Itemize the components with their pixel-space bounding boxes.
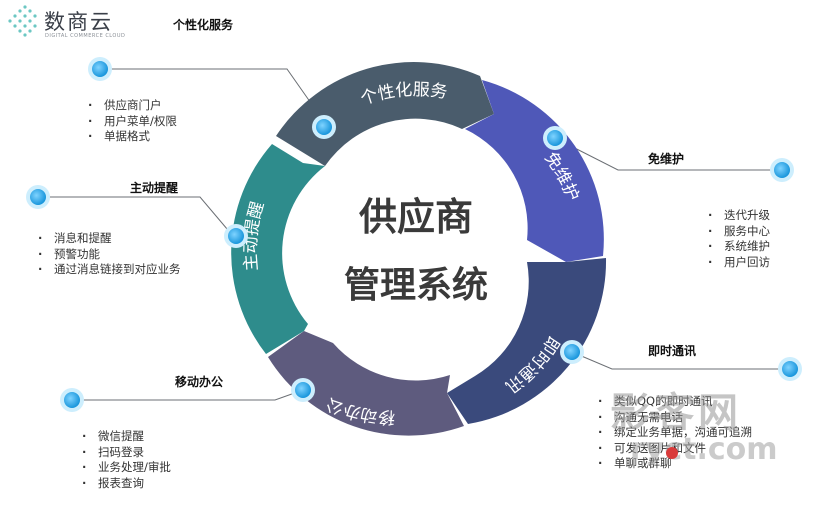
logo-dots-icon (8, 5, 37, 37)
list-item: 可发送图片和文件 (598, 441, 752, 457)
list-item: 单聊或群聊 (598, 456, 752, 472)
list-item: 消息和提醒 (38, 231, 181, 247)
callout-list-mobile: 微信提醒 扫码登录 业务处理/审批 报表查询 (82, 429, 171, 491)
list-item: 报表查询 (82, 476, 171, 492)
logo-name: 数商云 (44, 10, 113, 34)
center-title-line1: 供应商 (358, 195, 473, 239)
list-item: 扫码登录 (82, 445, 171, 461)
logo-subtitle: DIGITAL COMMERCE CLOUD (45, 33, 126, 39)
list-item: 迭代升级 (708, 208, 770, 224)
callout-list-personalized: 供应商门户 用户菜单/权限 单据格式 (88, 98, 177, 145)
list-item: 单据格式 (88, 129, 177, 145)
list-item: 服务中心 (708, 224, 770, 240)
callout-title-mobile: 移动办公 (175, 375, 224, 389)
list-item: 用户菜单/权限 (88, 114, 177, 130)
bubble-personalized-ring (312, 115, 336, 139)
ring-segment-personalized (276, 62, 494, 166)
list-item: 类似QQ的即时通讯 (598, 394, 752, 410)
ring-segment-reminder (231, 144, 325, 354)
list-item: 沟通无需电话 (598, 410, 752, 426)
bubble-maintenance-ring (543, 126, 567, 150)
bubble-reminder-ring (224, 224, 248, 248)
ring-segment-mobile (268, 331, 464, 436)
list-item: 绑定业务单据，沟通可追溯 (598, 425, 752, 441)
list-item: 微信提醒 (82, 429, 171, 445)
logo: 数商云 DIGITAL COMMERCE CLOUD (6, 4, 136, 44)
list-item: 通过消息链接到对应业务 (38, 262, 181, 278)
bubble-personalized-end (88, 57, 112, 81)
callout-list-messaging: 类似QQ的即时通讯 沟通无需电话 绑定业务单据，沟通可追溯 可发送图片和文件 单… (598, 394, 752, 472)
bubbles (26, 57, 802, 412)
callout-title-personalized: 个性化服务 (173, 18, 234, 32)
leader-line-messaging (571, 351, 790, 370)
ring-segment-messaging (447, 258, 607, 424)
callout-list-reminder: 消息和提醒 预警功能 通过消息链接到对应业务 (38, 231, 181, 278)
callout-title-maintenance: 免维护 (648, 152, 685, 166)
callout-list-maintenance: 迭代升级 服务中心 系统维护 用户回访 (708, 208, 770, 270)
center-title-line2: 管理系统 (343, 265, 488, 306)
center-disc (304, 140, 524, 360)
list-item: 系统维护 (708, 239, 770, 255)
bubble-messaging-ring (560, 340, 584, 364)
callout-title-messaging: 即时通讯 (648, 344, 697, 358)
watermark-dot-icon (666, 447, 678, 459)
bubble-mobile-end (60, 388, 84, 412)
list-item: 供应商门户 (88, 98, 177, 114)
callout-title-reminder: 主动提醒 (130, 181, 179, 195)
ring-segment-maintenance (465, 80, 604, 262)
list-item: 预警功能 (38, 247, 181, 263)
bubble-reminder-end (26, 185, 50, 209)
bubble-messaging-end (778, 357, 802, 381)
list-item: 用户回访 (708, 255, 770, 271)
watermark-url: ryct.com (630, 432, 778, 467)
list-item: 业务处理/审批 (82, 460, 171, 476)
bubble-maintenance-end (770, 158, 794, 182)
bubble-mobile-ring (291, 378, 315, 402)
watermark-text: 影客网 (610, 390, 742, 436)
leader-line-mobile (72, 389, 304, 401)
leader-line-reminder (38, 196, 234, 237)
